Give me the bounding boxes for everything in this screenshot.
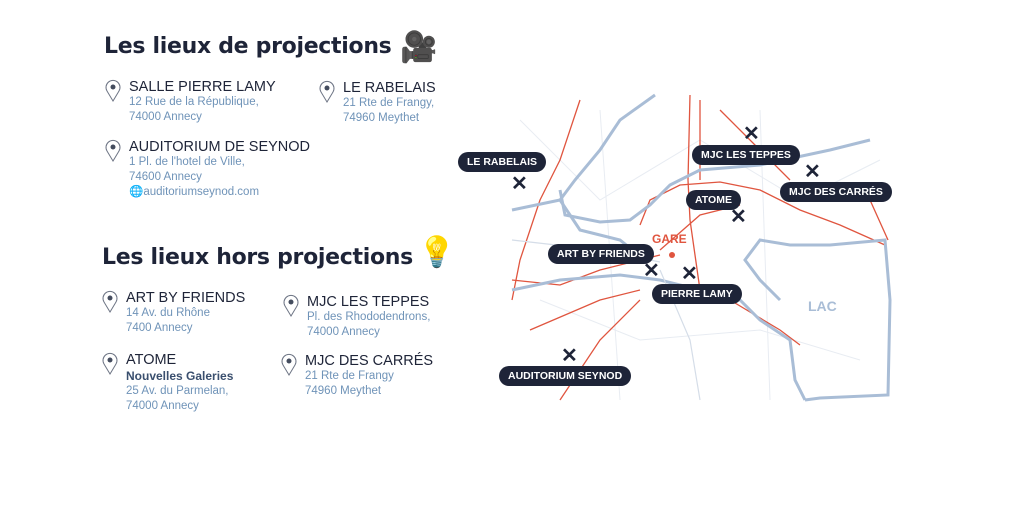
marker-x-icon[interactable]: ✕ (643, 260, 660, 282)
venue-address: 25 Av. du Parmelan, (126, 385, 229, 397)
website-link[interactable]: auditoriumseynod.com (143, 186, 260, 198)
map-pin-icon (105, 79, 121, 102)
map-pin-icon (102, 290, 118, 313)
venue-name: AUDITORIUM DE SEYNOD (129, 139, 311, 155)
map-label-rabelais[interactable]: LE RABELAIS (458, 152, 547, 172)
marker-x-icon[interactable]: ✕ (681, 263, 698, 285)
gare-dot (669, 252, 675, 258)
projections-title: Les lieux de projections (104, 34, 392, 59)
marker-x-icon[interactable]: ✕ (511, 173, 528, 195)
marker-x-icon[interactable]: ✕ (743, 123, 760, 145)
venue-city: 7400 Annecy (126, 322, 193, 334)
map-label-auditorium[interactable]: AUDITORIUM SEYNOD (499, 366, 632, 386)
venue-address: 21 Rte de Frangy (305, 370, 394, 382)
venue-mjc-les-teppes: MJC LES TEPPES Pl. des Rhododendrons, 74… (283, 294, 431, 340)
map-pin-icon (283, 294, 299, 317)
venue-name: MJC DES CARRÉS (305, 353, 434, 369)
map-pin-icon (281, 353, 297, 376)
lightbulb-tools-icon: 💡 (418, 236, 456, 269)
venue-name: SALLE PIERRE LAMY (129, 79, 276, 95)
hors-title: Les lieux hors projections (102, 245, 413, 270)
venue-city: 74000 Annecy (307, 326, 380, 338)
venue-atome: ATOME Nouvelles Galeries 25 Av. du Parme… (102, 352, 234, 414)
map-label-atome[interactable]: ATOME (686, 190, 741, 210)
map-label-teppes[interactable]: MJC LES TEPPES (692, 145, 800, 165)
venue-subtitle: Nouvelles Galeries (126, 369, 234, 383)
venue-address: 21 Rte de Frangy, (343, 97, 435, 109)
map-pin-icon (105, 139, 121, 162)
marker-x-icon[interactable]: ✕ (804, 161, 821, 183)
venue-address: 12 Rue de la République, (129, 96, 259, 108)
venue-city: 74960 Meythet (305, 385, 382, 397)
venue-address: 1 Pl. de l'hotel de Ville, (129, 156, 245, 168)
venue-name: ATOME (126, 352, 177, 368)
venue-name: LE RABELAIS (343, 80, 436, 96)
map-pin-icon (102, 352, 118, 375)
map-label-artby[interactable]: ART BY FRIENDS (548, 244, 654, 264)
venue-city: 74000 Annecy (126, 400, 199, 412)
venue-name: MJC LES TEPPES (307, 294, 430, 310)
venue-city: 74960 Meythet (343, 112, 420, 124)
venue-art-by-friends: ART BY FRIENDS 14 Av. du Rhône 7400 Anne… (102, 290, 246, 336)
venue-website[interactable]: 🌐auditoriumseynod.com (129, 185, 310, 200)
map-label-lac: LAC (808, 298, 837, 314)
venue-city: 74000 Annecy (129, 111, 202, 123)
globe-icon: 🌐 (129, 186, 144, 198)
venue-name: ART BY FRIENDS (126, 290, 246, 306)
map-label-gare: GARE (652, 232, 687, 246)
map-pin-icon (319, 80, 335, 103)
map-label-carres[interactable]: MJC DES CARRÉS (780, 182, 892, 202)
venue-city: 74600 Annecy (129, 171, 202, 183)
venue-address: 14 Av. du Rhône (126, 307, 210, 319)
venue-salle-pierre-lamy: SALLE PIERRE LAMY 12 Rue de la Républiqu… (105, 79, 276, 125)
film-camera-icon: 🎥 (400, 31, 438, 64)
marker-x-icon[interactable]: ✕ (561, 345, 578, 367)
venue-auditorium-de-seynod: AUDITORIUM DE SEYNOD 1 Pl. de l'hotel de… (105, 139, 311, 200)
venue-mjc-des-carres: MJC DES CARRÉS 21 Rte de Frangy 74960 Me… (281, 353, 434, 399)
map-label-lamy[interactable]: PIERRE LAMY (652, 284, 742, 304)
marker-x-icon[interactable]: ✕ (730, 206, 747, 228)
venue-le-rabelais: LE RABELAIS 21 Rte de Frangy, 74960 Meyt… (319, 80, 436, 126)
venue-address: Pl. des Rhododendrons, (307, 311, 431, 323)
